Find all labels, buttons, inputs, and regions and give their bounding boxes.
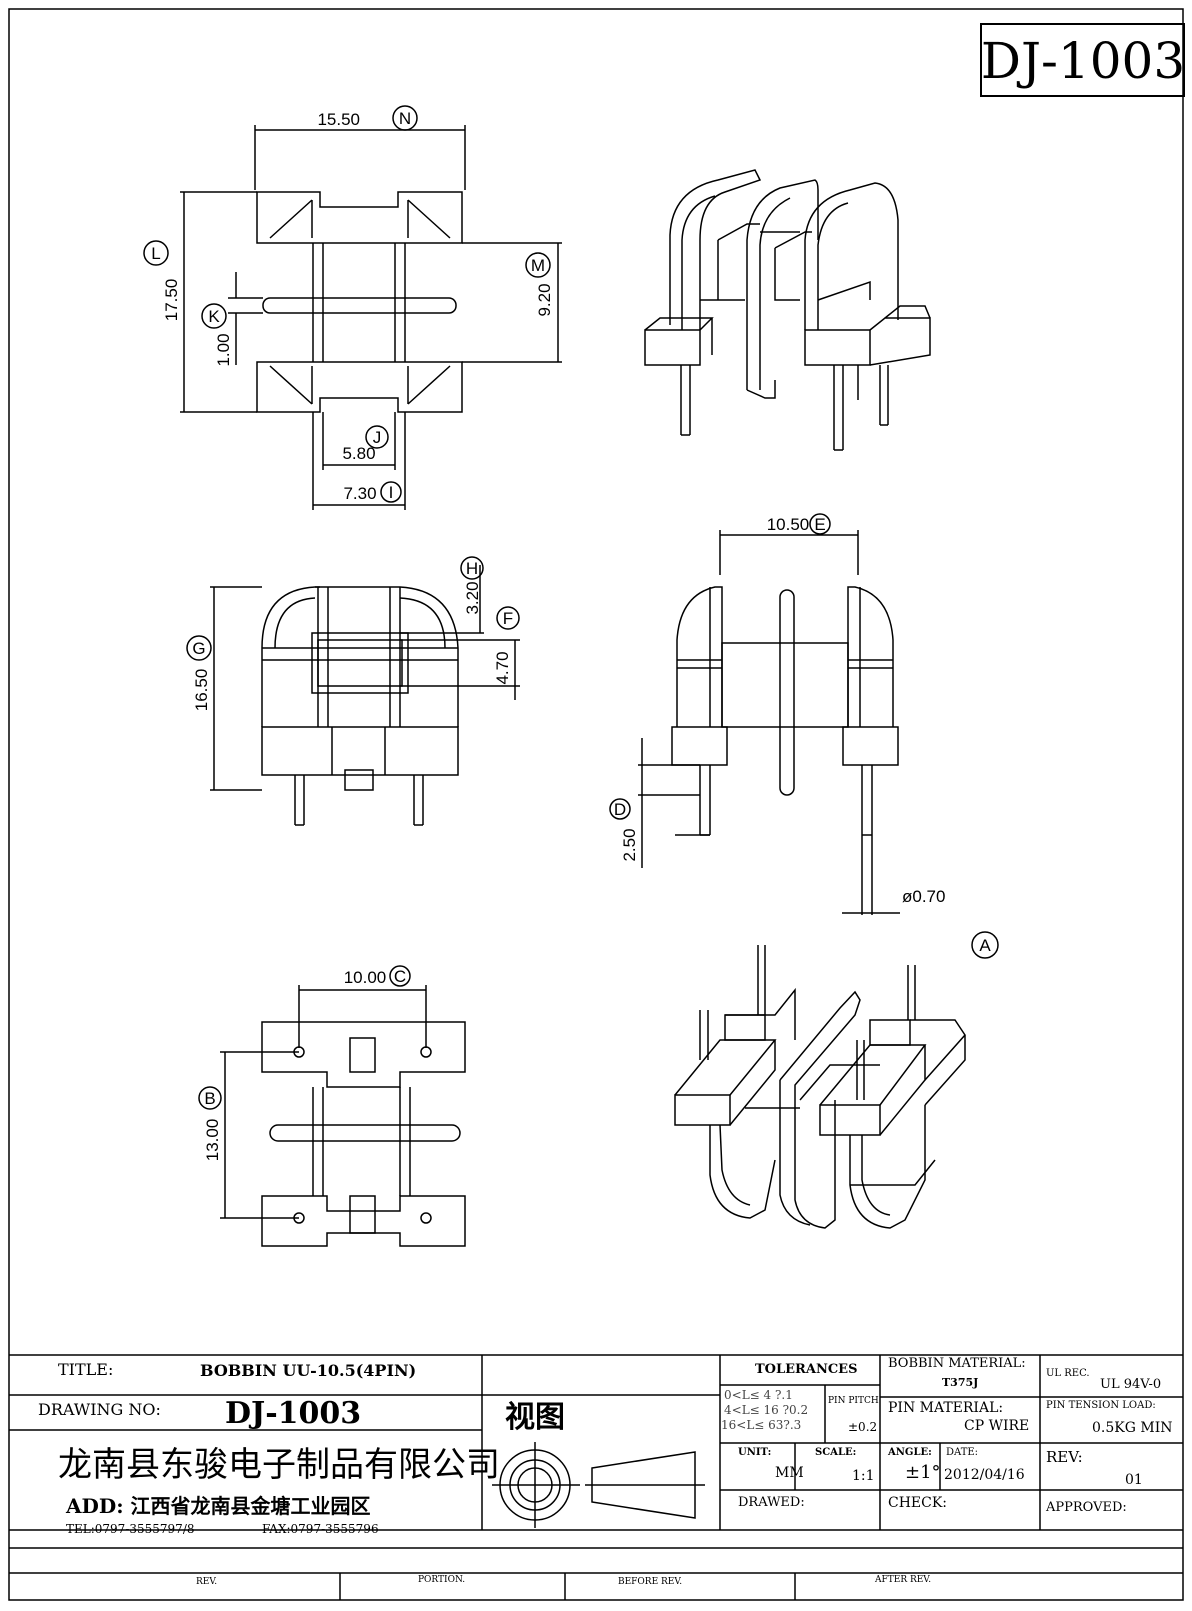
dim-f-letter: F [503, 609, 513, 628]
angle-label: ANGLE: [888, 1447, 932, 1458]
footer-rev: REV. [196, 1577, 218, 1587]
ul-rec-label: UL REC. [1046, 1368, 1090, 1379]
dim-k-letter: K [208, 307, 220, 326]
rev-value: 01 [1125, 1472, 1143, 1488]
pin-tension-value: 0.5KG MIN [1092, 1420, 1173, 1436]
dim-l-value: 17.50 [162, 279, 181, 322]
dim-e-letter: E [814, 515, 825, 534]
drawing-no-value: DJ-1003 [225, 1396, 362, 1431]
drawing-code: DJ-1003 [981, 32, 1185, 90]
ul-rec-value: UL 94V-0 [1100, 1377, 1162, 1392]
dim-a-letter: A [979, 936, 991, 955]
scale-value: 1:1 [852, 1468, 875, 1484]
dim-h-letter: H [466, 559, 478, 578]
date-value: 2012/04/16 [944, 1467, 1025, 1483]
check-label: CHECK: [888, 1495, 948, 1511]
dim-g-value: 16.50 [192, 669, 211, 712]
isometric-view-bottom [674, 945, 966, 1229]
pin-tension-label: PIN TENSION LOAD: [1046, 1400, 1156, 1411]
tol-row-1: 0<L≤ 4 ?.1 [724, 1388, 793, 1402]
unit-label: UNIT: [738, 1447, 772, 1458]
drawing-no-label: DRAWING NO: [38, 1400, 161, 1419]
dim-pin-dia: ø0.70 [902, 887, 945, 906]
dim-b-value: 13.00 [203, 1119, 222, 1162]
tolerances-label: TOLERANCES [755, 1362, 858, 1377]
dim-g-letter: G [192, 639, 205, 658]
company-name: 龙南县东骏电子制品有限公司 [58, 1445, 500, 1485]
front-view: 16.50 G 3.20 H 4.70 F [186, 556, 520, 826]
dim-b-letter: B [204, 1089, 215, 1108]
dim-k-value: 1.00 [214, 333, 233, 366]
dim-c-letter: C [394, 967, 406, 986]
rev-label: REV: [1046, 1448, 1083, 1466]
pin-pitch-label: PIN PITCH [828, 1396, 879, 1406]
bottom-view: 10.00 C 13.00 B [198, 965, 466, 1247]
dim-i-value: 7.30 [343, 484, 376, 503]
dim-j-letter: J [373, 428, 382, 447]
company-tel: TEL:0797-3555797/8 [66, 1522, 195, 1536]
dim-h-value: 3.20 [463, 581, 482, 614]
dim-d-value: 2.50 [620, 828, 639, 861]
pin-material-label: PIN MATERIAL: [888, 1400, 1004, 1416]
bobbin-material-label: BOBBIN MATERIAL: [888, 1356, 1026, 1371]
tol-row-3: 16<L≤ 63?.3 [721, 1418, 802, 1432]
dim-i-letter: I [389, 483, 394, 502]
footer-portion: PORTION. [418, 1575, 466, 1585]
dim-c-value: 10.00 [344, 968, 387, 987]
unit-value: MM [775, 1465, 804, 1481]
top-view: 15.50 N 17.50 L 9.20 M [143, 105, 562, 510]
dim-n-value: 15.50 [317, 110, 360, 129]
dim-l-letter: L [151, 244, 160, 263]
company-address: ADD: 江西省龙南县金塘工业园区 [66, 1494, 371, 1518]
scale-label: SCALE: [815, 1447, 857, 1458]
approved-label: APPROVED: [1046, 1500, 1127, 1515]
pin-pitch-value: ±0.2 [848, 1420, 878, 1434]
sheet-border [8, 8, 1184, 1601]
isometric-view-top [644, 169, 931, 451]
bobbin-material-value: T375J [942, 1376, 979, 1389]
pin-material-value: CP WIRE [964, 1418, 1030, 1434]
dim-m-letter: M [531, 256, 545, 275]
dim-e-value: 10.50 [767, 515, 810, 534]
title-label: TITLE: [58, 1360, 114, 1379]
company-fax: FAX:0797-3555796 [262, 1522, 379, 1536]
title-block-grid [9, 1354, 1183, 1600]
dim-j-value: 5.80 [342, 444, 375, 463]
dim-m-value: 9.20 [535, 283, 554, 316]
footer-after-rev: AFTER REV. [875, 1575, 932, 1585]
dim-n-letter: N [399, 109, 411, 128]
date-label: DATE: [946, 1447, 979, 1458]
footer-before-rev: BEFORE REV. [618, 1577, 683, 1587]
tol-row-2: 4<L≤ 16 ?0.2 [724, 1403, 809, 1417]
dim-d-letter: D [614, 800, 626, 819]
title-value: BOBBIN UU-10.5(4PIN) [200, 1361, 417, 1380]
dim-f-value: 4.70 [493, 651, 512, 684]
drawing-code-box [980, 23, 1185, 97]
angle-value: ±1° [905, 1462, 941, 1483]
view-label: 视图 [505, 1400, 565, 1435]
side-view: 10.50 E 2.50 D [609, 513, 999, 959]
drawed-label: DRAWED: [738, 1495, 805, 1510]
